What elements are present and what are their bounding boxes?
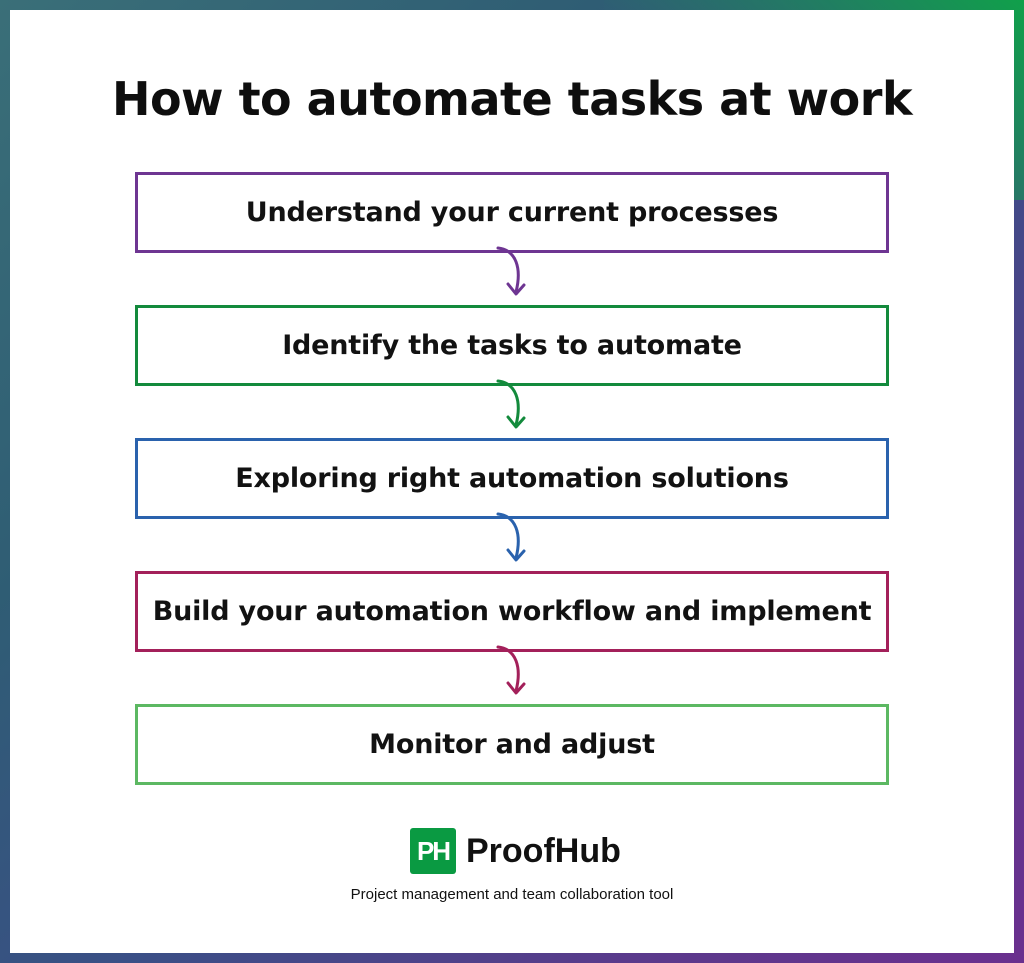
curved-arrow-down-icon [496,379,526,429]
step-monitor-adjust: Monitor and adjust [135,704,889,785]
step-label: Build your automation workflow and imple… [152,596,872,627]
curved-arrow-down-icon [496,512,526,562]
logo-wordmark: ProofHub [466,831,621,870]
infographic-canvas: How to automate tasks at work Understand… [10,10,1014,953]
step-label: Exploring right automation solutions [235,463,789,494]
proofhub-logo: PH ProofHub [410,828,621,874]
step-explore-solutions: Exploring right automation solutions [135,438,889,519]
step-build-workflow: Build your automation workflow and imple… [135,571,889,652]
curved-arrow-down-icon [496,246,526,296]
tagline: Project management and team collaboratio… [350,886,674,903]
step-label: Monitor and adjust [369,729,655,760]
step-label: Understand your current processes [245,197,779,228]
curved-arrow-down-icon [496,645,526,695]
step-identify-tasks: Identify the tasks to automate [135,305,889,386]
step-label: Identify the tasks to automate [282,330,742,361]
page-title: How to automate tasks at work [111,72,913,126]
logo-mark: PH [410,828,456,874]
step-understand-processes: Understand your current processes [135,172,889,253]
